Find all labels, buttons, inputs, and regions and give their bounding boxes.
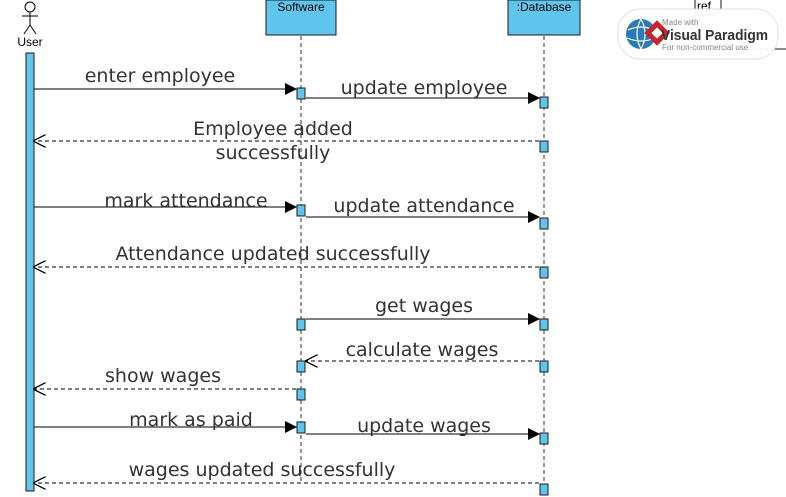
database-activation-box[interactable] bbox=[539, 96, 549, 109]
message-m7[interactable]: get wages bbox=[306, 295, 540, 325]
software-activation-box[interactable] bbox=[296, 421, 306, 434]
message-m4[interactable]: mark attendance bbox=[34, 190, 297, 213]
message-label: update employee bbox=[341, 77, 508, 99]
database-activation-box[interactable] bbox=[539, 318, 549, 331]
watermark-made-with: Made with bbox=[662, 18, 698, 27]
activation-boxes bbox=[296, 87, 549, 496]
message-label: get wages bbox=[375, 295, 473, 317]
software-lifeline-label: Software bbox=[277, 0, 325, 14]
database-activation-box[interactable] bbox=[539, 360, 549, 373]
message-m12[interactable]: wages updated successfully bbox=[34, 459, 539, 483]
message-m10[interactable]: mark as paid bbox=[34, 409, 297, 433]
watermark-note: For non-commercial use bbox=[662, 43, 749, 52]
database-lifeline-head[interactable]: :Database bbox=[507, 0, 581, 36]
message-m6[interactable]: Attendance updated successfully bbox=[34, 243, 539, 267]
vp-logo-icon bbox=[644, 20, 670, 46]
message-m11[interactable]: update wages bbox=[306, 415, 540, 440]
visual-paradigm-watermark: Made with Visual Paradigm For non-commer… bbox=[617, 8, 779, 60]
software-activation-box[interactable] bbox=[296, 87, 306, 100]
database-activation-box[interactable] bbox=[539, 432, 549, 445]
message-label: enter employee bbox=[85, 65, 236, 87]
software-activation-box[interactable] bbox=[296, 318, 306, 331]
message-m2[interactable]: update employee bbox=[306, 77, 540, 104]
message-label: update wages bbox=[357, 415, 491, 437]
message-label: Employee added bbox=[193, 118, 353, 140]
message-label: calculate wages bbox=[346, 339, 499, 361]
user-activation-bar[interactable] bbox=[25, 52, 35, 492]
database-activation-box[interactable] bbox=[539, 140, 549, 153]
message-m5[interactable]: update attendance bbox=[306, 195, 540, 223]
user-actor[interactable]: User bbox=[17, 1, 43, 49]
database-activation-box[interactable] bbox=[539, 217, 549, 230]
message-label: update attendance bbox=[333, 195, 514, 217]
software-activation-box[interactable] bbox=[296, 360, 306, 373]
software-lifeline-head[interactable]: Software bbox=[265, 0, 337, 36]
message-label: mark as paid bbox=[129, 409, 253, 431]
globe-icon bbox=[626, 18, 656, 50]
message-label: wages updated successfully bbox=[129, 459, 396, 481]
user-actor-label: User bbox=[17, 35, 42, 49]
software-activation-box[interactable] bbox=[296, 388, 306, 401]
message-m9[interactable]: show wages bbox=[34, 365, 296, 389]
message-label: show wages bbox=[105, 365, 221, 387]
database-activation-box[interactable] bbox=[539, 266, 549, 279]
stick-figure-icon bbox=[22, 1, 38, 35]
watermark-brand: Visual Paradigm bbox=[661, 27, 768, 44]
message-m1[interactable]: enter employee bbox=[34, 65, 297, 95]
database-lifeline-label: :Database bbox=[517, 0, 572, 14]
message-m8[interactable]: calculate wages bbox=[306, 339, 539, 361]
message-label: successfully bbox=[216, 142, 331, 164]
message-label: mark attendance bbox=[104, 190, 267, 212]
software-activation-box[interactable] bbox=[296, 204, 306, 217]
database-activation-box[interactable] bbox=[539, 483, 549, 496]
message-label: Attendance updated successfully bbox=[115, 243, 430, 265]
